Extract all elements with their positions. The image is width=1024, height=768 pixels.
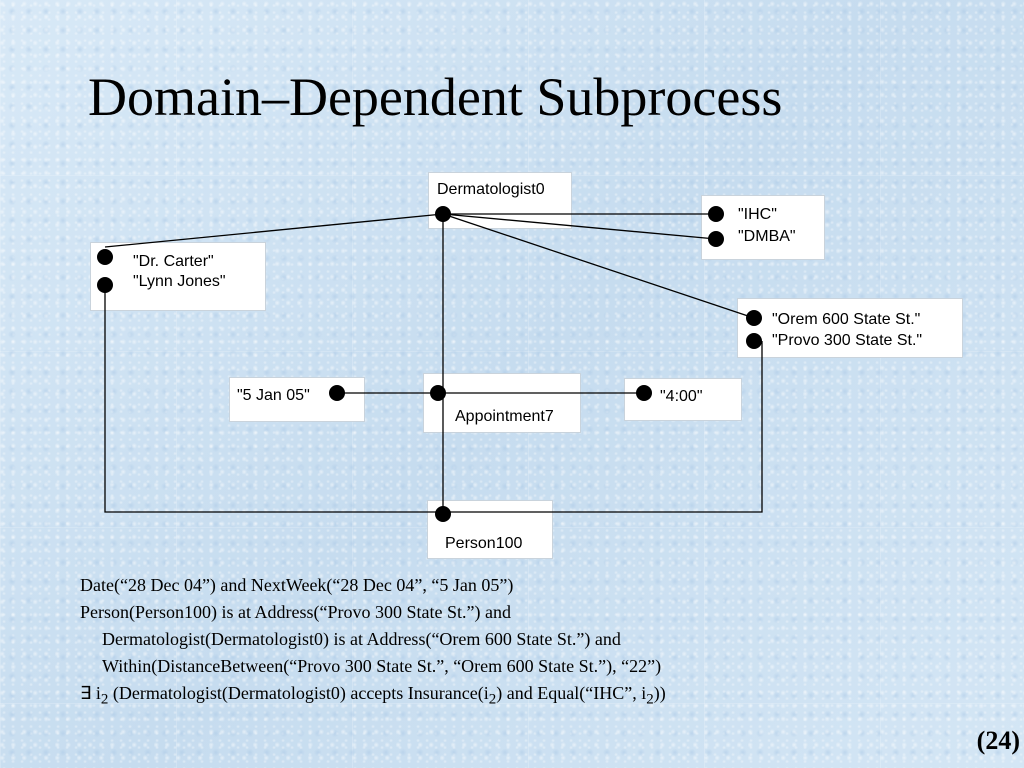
dot-name-lynn-jones	[97, 277, 113, 293]
insurance-box: "IHC" "DMBA"	[701, 195, 825, 260]
dot-dermatologist	[435, 206, 451, 222]
appointment-label: Appointment7	[455, 408, 554, 425]
description-line-2: Person(Person100) is at Address(“Provo 3…	[80, 602, 511, 622]
subscript-2b: 2	[488, 691, 497, 708]
slide-title: Domain–Dependent Subprocess	[88, 67, 783, 127]
subscript-2: 2	[100, 691, 109, 708]
description-text: Date(“28 Dec 04”) and NextWeek(“28 Dec 0…	[80, 572, 666, 714]
person-box: Person100	[427, 500, 553, 559]
dot-appointment	[430, 385, 446, 401]
names-box: "Dr. Carter" "Lynn Jones"	[90, 242, 266, 311]
dot-person	[435, 506, 451, 522]
dot-insurance-ihc	[708, 206, 724, 222]
description-line-3: Dermatologist(Dermatologist0) is at Addr…	[102, 629, 621, 649]
dot-time	[636, 385, 652, 401]
address-value-provo: "Provo 300 State St."	[772, 332, 923, 349]
name-value-dr-carter: "Dr. Carter"	[133, 253, 214, 270]
person-label: Person100	[445, 535, 523, 552]
dermatologist-label: Dermatologist0	[437, 181, 545, 198]
appointment-box: Appointment7	[423, 373, 581, 433]
description-line-4: Within(DistanceBetween(“Provo 300 State …	[102, 656, 662, 676]
edge-dermatologist-address	[442, 213, 755, 319]
insurance-value-dmba: "DMBA"	[738, 228, 796, 245]
address-value-orem: "Orem 600 State St."	[772, 311, 921, 328]
dot-insurance-dmba	[708, 231, 724, 247]
subscript-2c: 2	[646, 691, 654, 708]
line5-part-1: (Dermatologist(Dermatologist0) accepts I…	[108, 683, 489, 703]
edge-person-address	[443, 341, 763, 513]
insurance-value-ihc: "IHC"	[738, 206, 777, 223]
date-value: "5 Jan 05"	[237, 387, 310, 404]
dot-name-dr-carter	[97, 249, 113, 265]
dot-address-provo	[746, 333, 762, 349]
edge-person-name	[104, 285, 443, 513]
page-number: (24)	[976, 726, 1020, 755]
name-value-lynn-jones: "Lynn Jones"	[133, 273, 226, 290]
description-line-1: Date(“28 Dec 04”) and NextWeek(“28 Dec 0…	[80, 575, 514, 595]
edge-dermatologist-dmba	[442, 213, 717, 240]
edge-dermatologist-name	[104, 213, 444, 248]
line5-part-3: ))	[653, 683, 666, 703]
variable-i: i	[91, 683, 101, 703]
time-value: "4:00"	[660, 388, 703, 405]
addresses-box: "Orem 600 State St." "Provo 300 State St…	[737, 298, 963, 358]
description-line-5: ∃ i2 (Dermatologist(Dermatologist0) acce…	[80, 680, 666, 714]
line5-part-2: ) and Equal(“IHC”, i	[496, 683, 647, 703]
dot-date	[329, 385, 345, 401]
dot-address-orem	[746, 310, 762, 326]
dermatologist-box: Dermatologist0	[428, 172, 572, 229]
date-box: "5 Jan 05"	[229, 377, 365, 422]
exists-symbol: ∃	[80, 683, 92, 703]
